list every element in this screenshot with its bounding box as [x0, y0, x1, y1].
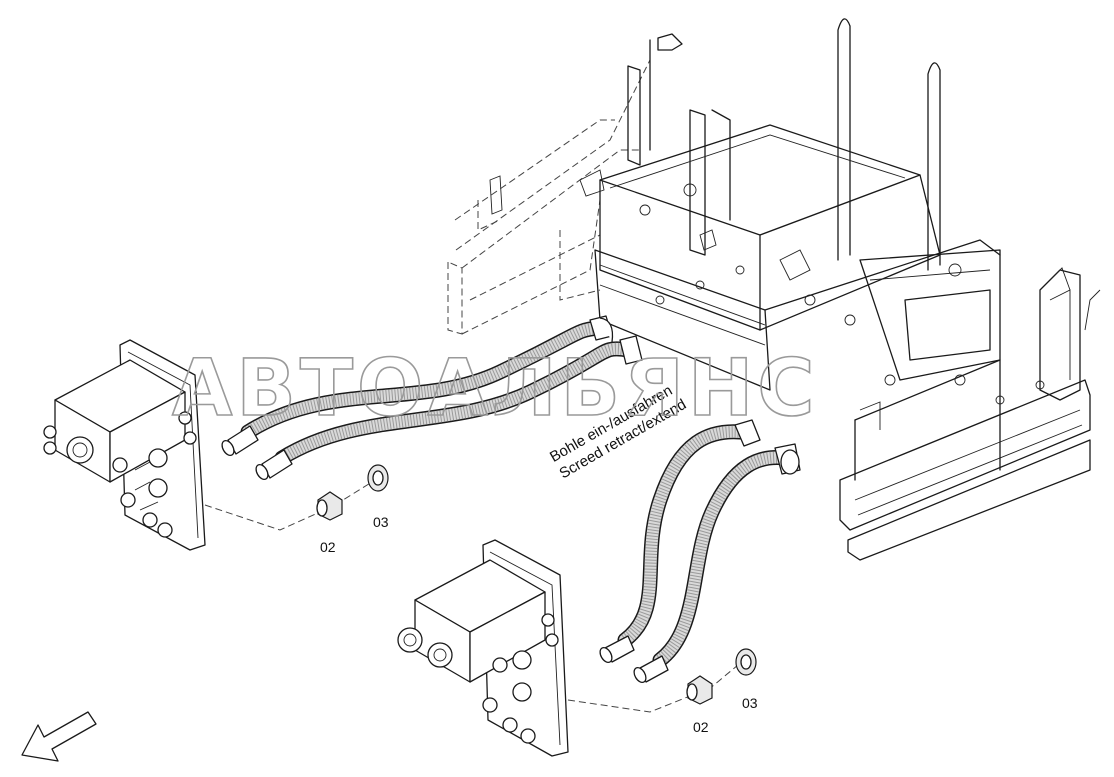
- parts-upper: [204, 464, 389, 531]
- parts-lower: [567, 648, 757, 713]
- screed-frame: [447, 18, 1101, 561]
- callout-02-lower: 02: [693, 719, 709, 735]
- callout-03-lower: 03: [742, 695, 758, 711]
- watermark: АВТОАЛЬЯНС: [172, 344, 819, 434]
- valve-block-lower: [397, 539, 569, 757]
- arrow-down-left-icon: [21, 711, 97, 762]
- hose-pair-lower: [599, 419, 801, 684]
- callout-02-upper: 02: [320, 539, 336, 555]
- hose-pair-upper: [221, 315, 643, 481]
- callout-03-upper: 03: [373, 514, 389, 530]
- valve-block-upper: [43, 339, 206, 551]
